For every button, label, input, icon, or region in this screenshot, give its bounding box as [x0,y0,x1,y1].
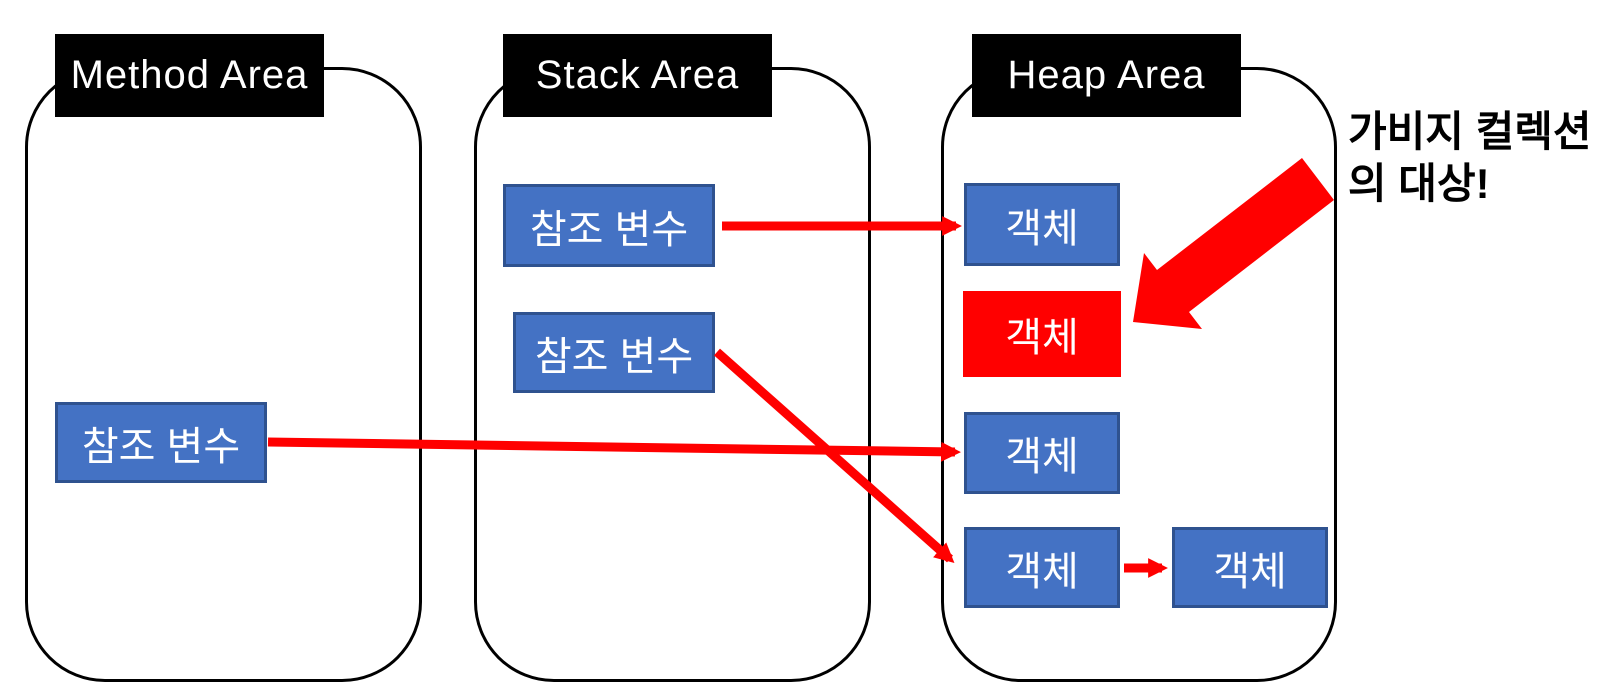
stack-ref-var-box-2: 참조 변수 [513,312,715,393]
heap-area-title: Heap Area [972,34,1241,117]
method-area-container [25,67,422,682]
stack-ref-var-box-1: 참조 변수 [503,184,715,267]
heap-object-box-1: 객체 [964,183,1120,266]
method-area-title: Method Area [55,34,324,117]
heap-object-box-5: 객체 [1172,527,1328,608]
method-ref-var-box: 참조 변수 [55,402,267,483]
heap-object-box-garbage: 객체 [963,291,1121,377]
stack-area-title: Stack Area [503,34,772,117]
gc-annotation-line2: 의 대상! [1348,160,1490,208]
gc-annotation-line1: 가비지 컬렉션 [1348,108,1592,155]
heap-object-box-4: 객체 [964,527,1120,608]
gc-annotation: 가비지 컬렉션 의 대상! [1348,106,1592,210]
heap-object-box-3: 객체 [964,412,1120,494]
